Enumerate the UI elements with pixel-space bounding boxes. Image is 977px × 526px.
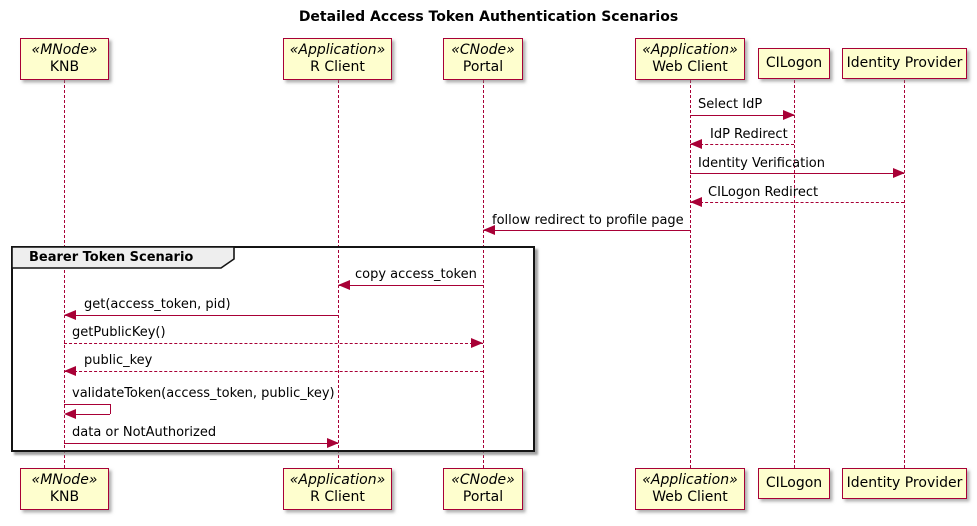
participant-name: Web Client [652,59,728,75]
message-validate-token-loop-top [64,404,110,405]
message-cilogon-redirect-label: CILogon Redirect [708,185,819,200]
message-follow-redirect-line [483,230,690,231]
arrowhead-left-icon [64,310,76,320]
participant-web-client-top: «Application» Web Client [635,38,745,80]
participant-r-client-top: «Application» R Client [283,38,392,80]
lifeline-portal [483,80,484,468]
participant-name: Portal [462,489,504,505]
message-validate-token-loop-bottom [70,414,110,415]
message-get-access-token-line [64,315,338,316]
message-validate-token-label: validateToken(access_token, public_key) [72,386,335,401]
arrowhead-left-icon [690,139,702,149]
lifeline-identity-provider [904,80,905,468]
lifeline-cilogon [794,80,795,468]
participant-web-client-bottom: «Application» Web Client [635,468,745,510]
participant-stereotype: «Application» [642,472,738,488]
arrowhead-right-icon [783,110,795,120]
participant-cilogon-top: CILogon [758,48,830,79]
participant-stereotype: «Application» [289,42,386,58]
participant-stereotype: «Application» [289,472,386,488]
lifeline-knb [64,80,65,468]
frame-label-pentagon [12,247,235,269]
participant-name: Portal [462,59,504,75]
participant-knb-top: «MNode» KNB [20,38,109,80]
arrowhead-left-icon [690,197,702,207]
message-validate-token-loop-side [110,404,111,414]
message-public-key-label: public_key [84,353,153,368]
participant-identity-provider-bottom: Identity Provider [842,468,967,499]
participant-name: R Client [310,489,365,505]
participant-stereotype: «CNode» [451,472,515,488]
frame-label: Bearer Token Scenario [29,250,194,265]
message-idp-redirect-label: IdP Redirect [710,127,788,142]
message-identity-verification-label: Identity Verification [698,156,825,171]
participant-stereotype: «MNode» [31,472,98,488]
frame-bearer-token-scenario [11,246,535,452]
message-copy-access-token-line [338,285,483,286]
arrowhead-left-icon [338,280,350,290]
participant-stereotype: «CNode» [451,42,515,58]
participant-portal-bottom: «CNode» Portal [443,468,523,510]
message-public-key-line [64,371,483,372]
participant-name: KNB [49,59,80,75]
participant-stereotype: «Application» [642,42,738,58]
participant-name: KNB [49,489,80,505]
participant-portal-top: «CNode» Portal [443,38,523,80]
participant-knb-bottom: «MNode» KNB [20,468,109,510]
participant-name: R Client [310,59,365,75]
participant-stereotype: «MNode» [31,42,98,58]
participant-name: CILogon [765,475,823,491]
arrowhead-left-icon [64,366,76,376]
participant-name: Web Client [652,489,728,505]
arrowhead-right-icon [327,438,339,448]
arrowhead-right-icon [471,338,483,348]
message-copy-access-token-label: copy access_token [355,267,477,282]
lifeline-web-client [690,80,691,468]
participant-identity-provider-top: Identity Provider [842,48,967,79]
participant-name: Identity Provider [846,475,963,491]
message-data-or-notauthorized-label: data or NotAuthorized [72,425,217,440]
participant-name: CILogon [765,55,823,71]
message-get-public-key-line [64,343,483,344]
lifeline-r-client [338,80,339,468]
arrowhead-left-icon [64,409,76,419]
message-select-idp-label: Select IdP [698,97,763,112]
message-get-access-token-label: get(access_token, pid) [84,297,231,312]
participant-name: Identity Provider [846,55,963,71]
message-follow-redirect-label: follow redirect to profile page [492,213,684,228]
arrowhead-right-icon [893,168,905,178]
diagram-title: Detailed Access Token Authentication Sce… [298,9,679,25]
message-identity-verification-line [690,173,904,174]
participant-r-client-bottom: «Application» R Client [283,468,392,510]
message-idp-redirect-line [690,144,794,145]
message-cilogon-redirect-line [690,202,904,203]
arrowhead-left-icon [483,225,495,235]
message-data-or-notauthorized-line [64,443,338,444]
message-get-public-key-label: getPublicKey() [72,325,166,340]
message-select-idp-line [690,115,794,116]
participant-cilogon-bottom: CILogon [758,468,830,499]
